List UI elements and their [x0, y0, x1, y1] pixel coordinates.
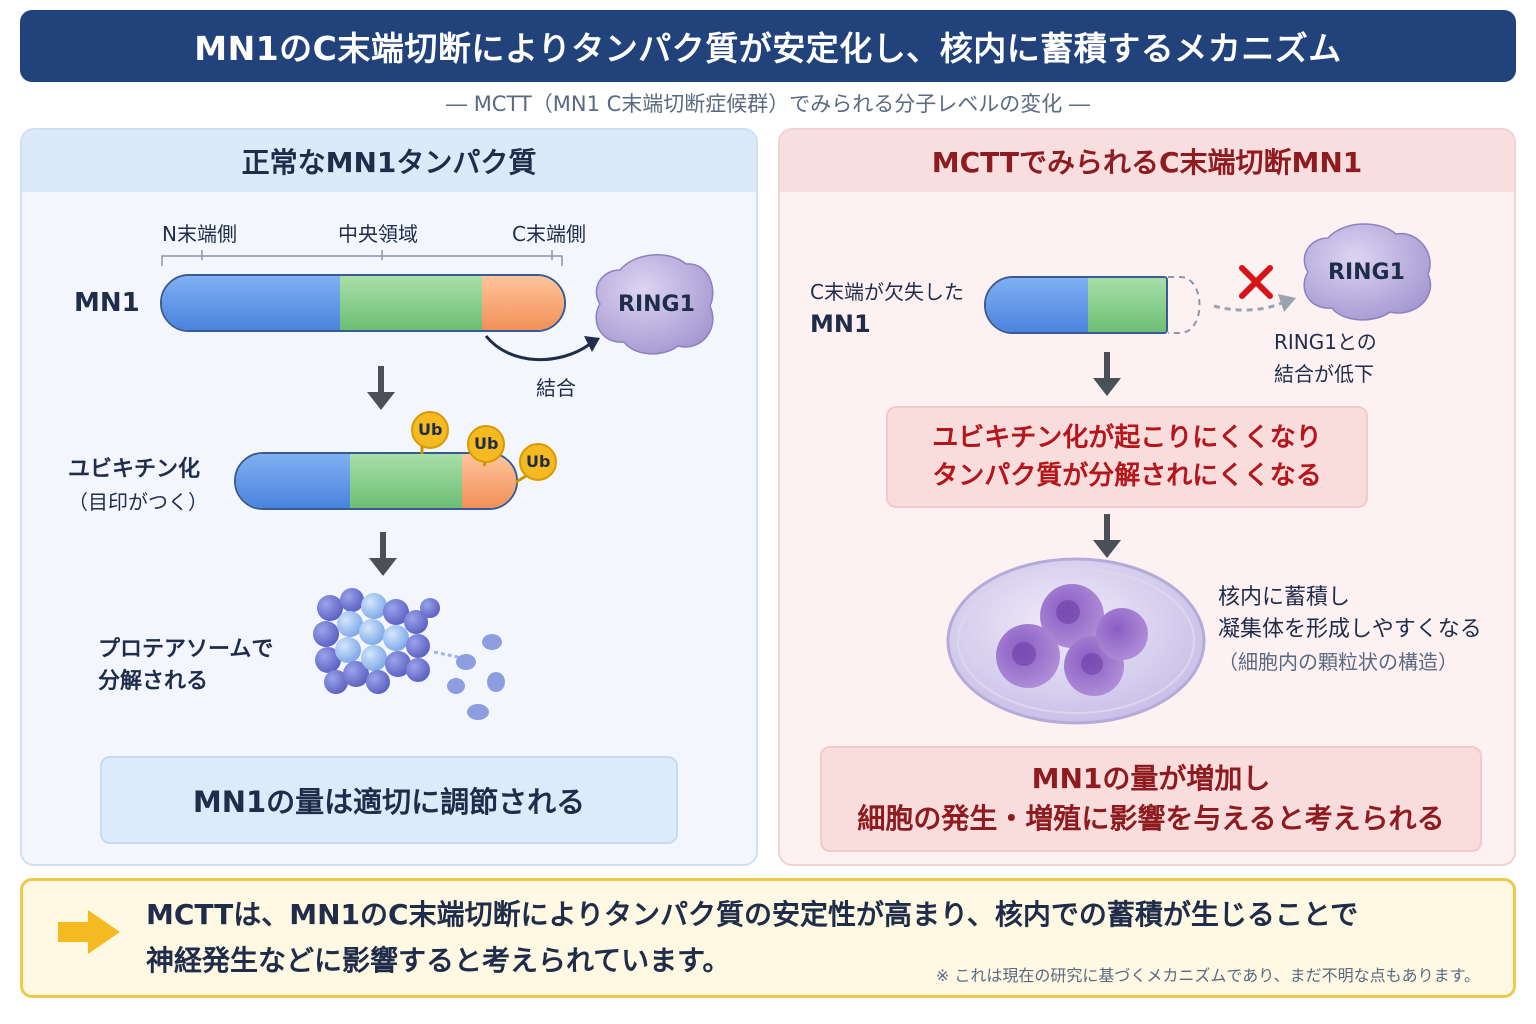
truncated-mn1-label: C末端が欠失した MN1	[810, 276, 964, 340]
truncated-summary-line2: 細胞の発生・増殖に影響を与えると考えられる	[857, 802, 1445, 835]
truncated-label-line1: C末端が欠失した	[810, 280, 964, 304]
arrow-down-icon	[367, 366, 395, 410]
ring1-label-right: RING1	[1328, 260, 1405, 285]
binding-reduced-line2: 結合が低下	[1274, 362, 1374, 386]
normal-summary-box: MN1の量は適切に調節される	[100, 756, 678, 844]
ubiquitin-tags	[411, 411, 557, 484]
proteasome-label: プロテアソームで 分解される	[98, 634, 273, 698]
normal-mn1-bar	[160, 274, 566, 332]
title-bar: MN1のC末端切断によりタンパク質が安定化し、核内に蓄積するメカニズム	[20, 10, 1516, 82]
arrow-down-icon	[1093, 352, 1121, 396]
degradation-reduced-line1: ユビキチン化が起こりにくくなり	[932, 423, 1322, 453]
degradation-reduced-box: ユビキチン化が起こりにくくなり タンパク質が分解されにくくなる	[886, 406, 1368, 508]
arrow-down-icon	[1093, 514, 1121, 558]
region-bracket	[161, 250, 563, 266]
ubiquitination-label-line2: （目印がつく）	[68, 490, 208, 514]
ubiquitination-label-line1: ユビキチン化	[68, 457, 201, 482]
ub-tag-3: Ub	[526, 452, 551, 471]
central-segment	[340, 276, 482, 330]
nucleus-label-line3: （細胞内の顆粒状の構造）	[1218, 650, 1458, 674]
ring1-blob-right	[1303, 223, 1432, 321]
ub-c-terminal-segment	[462, 454, 516, 508]
red-x-icon	[1239, 265, 1273, 299]
footnote: ※ これは現在の研究に基づくメカニズムであり、まだ不明な点もあります。	[935, 966, 1480, 985]
nucleus-aggregates-icon	[946, 557, 1206, 725]
c-terminal-label: C末端側	[512, 222, 586, 246]
nucleus-label-line1: 核内に蓄積し	[1218, 585, 1351, 610]
normal-panel-heading: 正常なMN1タンパク質	[22, 130, 756, 192]
truncated-label-line2: MN1	[810, 310, 871, 338]
page-subtitle: ― MCTT（MN1 C末端切断症候群）でみられる分子レベルの変化 ―	[446, 92, 1090, 116]
c-terminal-segment	[482, 276, 564, 330]
binding-reduced-line1: RING1との	[1274, 330, 1377, 354]
proteasome-icon	[313, 588, 505, 720]
ub-tag-1: Ub	[418, 420, 443, 439]
truncated-summary-line1: MN1の量が増加し	[1031, 762, 1271, 795]
missing-c-terminal-outline	[1168, 276, 1296, 334]
conclusion-line1: MCTTは、MN1のC末端切断によりタンパク質の安定性が高まり、核内での蓄積が生…	[146, 898, 1359, 931]
arrow-right-icon	[58, 910, 120, 954]
ring1-label-left: RING1	[618, 292, 695, 317]
ub-n-terminal-segment	[236, 454, 350, 508]
truncated-summary-box: MN1の量が増加し 細胞の発生・増殖に影響を与えると考えられる	[820, 746, 1482, 852]
ubiquitination-label: ユビキチン化 （目印がつく）	[68, 454, 208, 518]
nucleus-accumulation-label: 核内に蓄積し 凝集体を形成しやすくなる （細胞内の顆粒状の構造）	[1218, 582, 1482, 678]
ub-central-segment	[350, 454, 462, 508]
degradation-reduced-line2: タンパク質が分解されにくくなる	[932, 461, 1322, 491]
arrow-down-icon	[369, 532, 397, 576]
truncated-n-terminal-segment	[986, 278, 1088, 332]
conclusion-box	[20, 878, 1516, 998]
central-region-label: 中央領域	[338, 222, 418, 246]
normal-mn1-panel: 正常なMN1タンパク質	[20, 128, 758, 866]
nucleus-label-line2: 凝集体を形成しやすくなる	[1218, 617, 1482, 642]
mn1-protein-label: MN1	[74, 288, 140, 318]
ub-tag-2: Ub	[474, 434, 499, 453]
truncated-mn1-bar	[984, 276, 1168, 334]
truncated-panel-heading: MCTTでみられるC末端切断MN1	[780, 130, 1514, 192]
n-terminal-segment	[162, 276, 340, 330]
truncated-central-segment	[1088, 278, 1166, 332]
binding-arrow	[484, 335, 600, 361]
conclusion-text: MCTTは、MN1のC末端切断によりタンパク質の安定性が高まり、核内での蓄積が生…	[146, 892, 1358, 984]
ring1-blob-left	[595, 254, 714, 355]
binding-reduced-label: RING1との 結合が低下	[1274, 326, 1377, 390]
conclusion-line2: 神経発生などに影響すると考えられています。	[146, 944, 731, 977]
page-title: MN1のC末端切断によりタンパク質が安定化し、核内に蓄積するメカニズム	[194, 29, 1342, 68]
n-terminal-label: N末端側	[162, 222, 237, 246]
proteasome-label-line2: 分解される	[98, 669, 209, 694]
binding-label: 結合	[536, 376, 576, 400]
ubiquitinated-mn1-bar	[234, 452, 518, 510]
proteasome-label-line1: プロテアソームで	[98, 637, 274, 662]
